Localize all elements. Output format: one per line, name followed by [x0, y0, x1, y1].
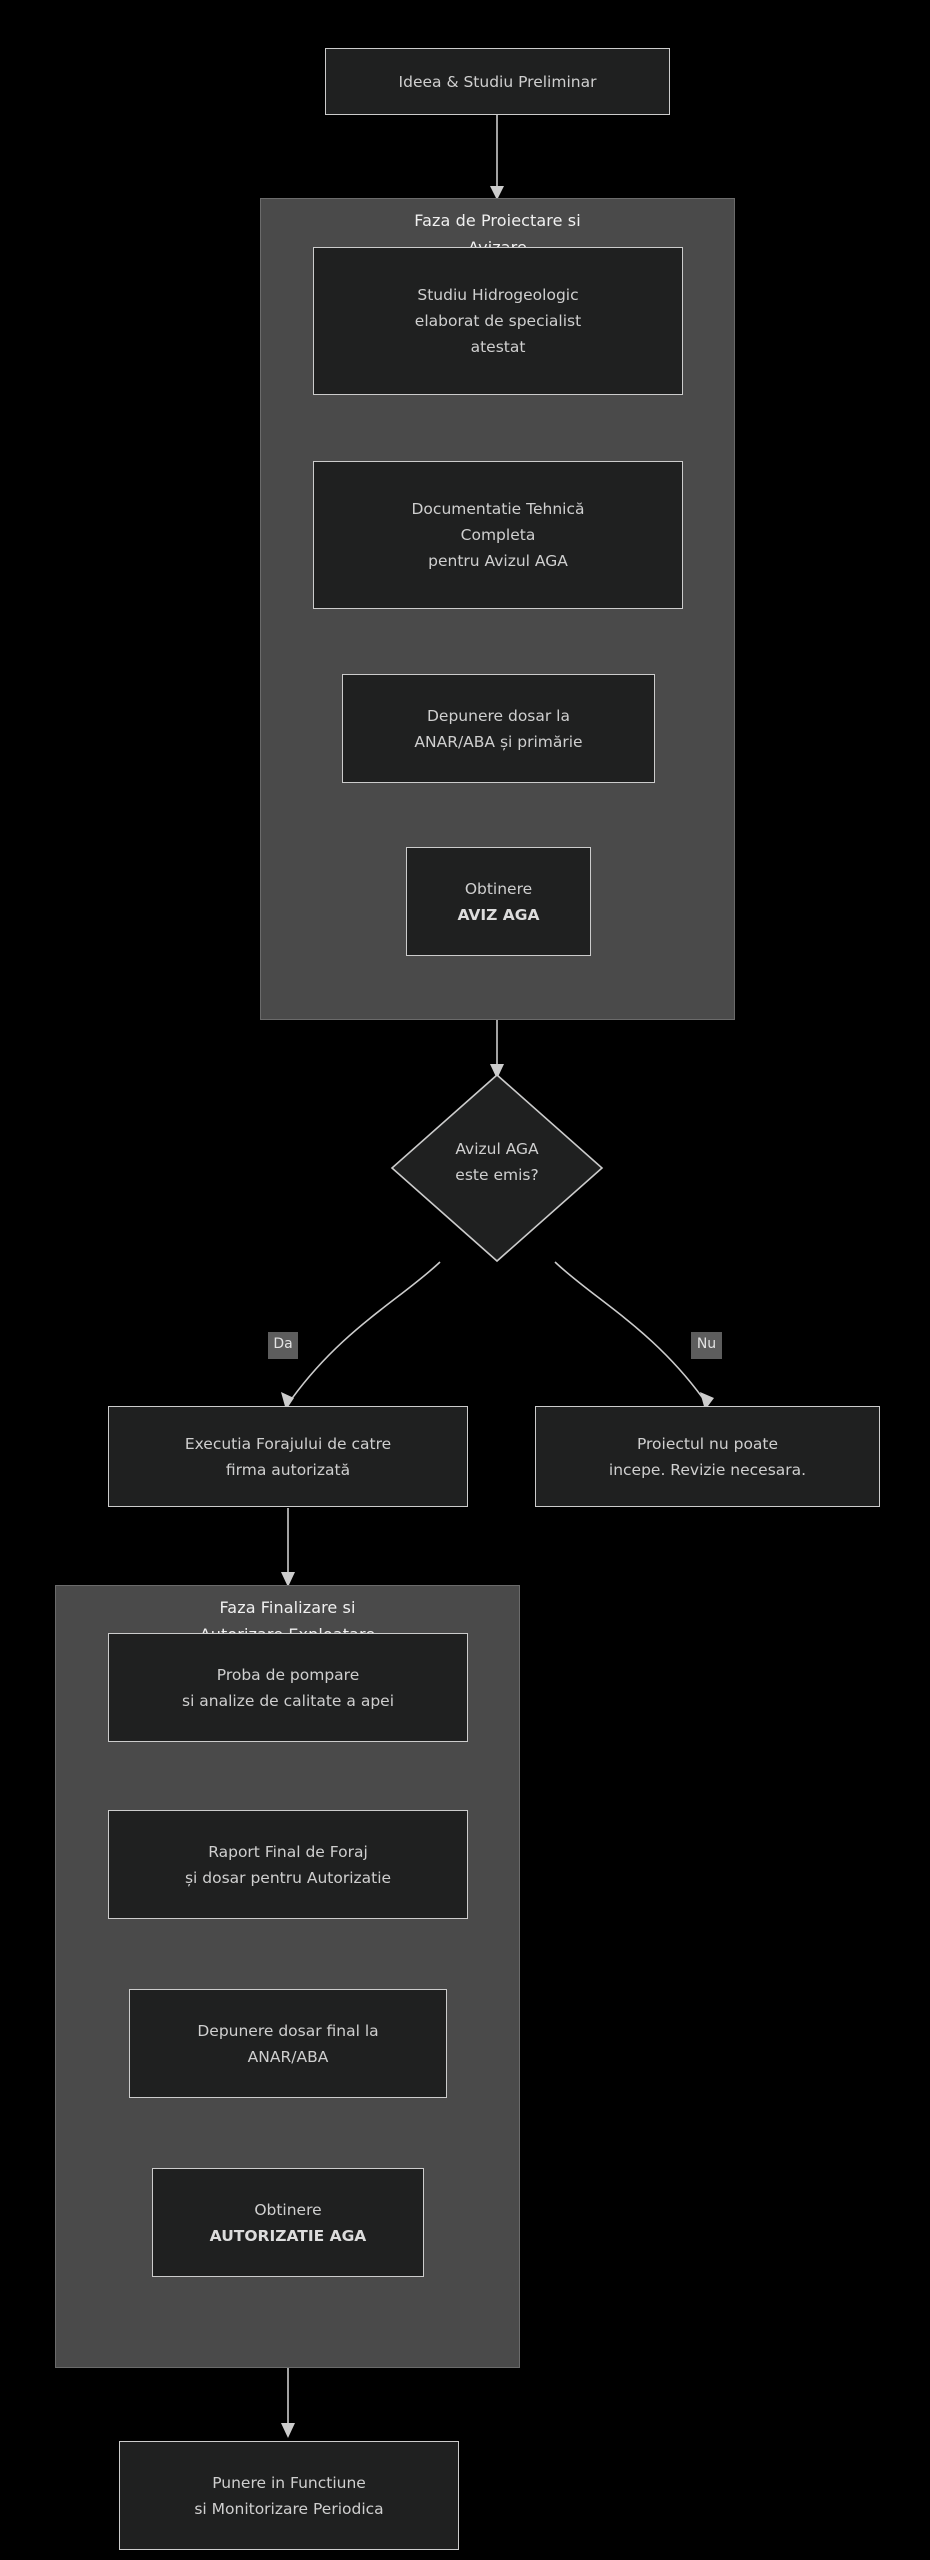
line-3: pentru Avizul AGA: [428, 552, 568, 570]
line-1: Obtinere: [254, 2200, 322, 2219]
node-punere-in-functiune[interactable]: Punere in Functiune si Monitorizare Peri…: [119, 2441, 459, 2550]
line-1: Depunere dosar final la: [197, 2021, 379, 2040]
node-documentatie-tehnica[interactable]: Documentatie Tehnică Completa pentru Avi…: [313, 461, 683, 609]
node-raport-final[interactable]: Raport Final de Foraj și dosar pentru Au…: [108, 1810, 468, 1919]
line-2: firma autorizată: [225, 1460, 351, 1479]
line-1: Studiu Hidrogeologic: [417, 286, 579, 304]
line-2: Completa: [460, 526, 536, 544]
cluster-title-line1: Faza Finalizare si: [219, 1598, 356, 1617]
line-2: este emis?: [455, 1166, 539, 1184]
node-executia-forajului-label: Executia Forajului de catre firma autori…: [109, 1431, 467, 1483]
node-raport-final-label: Raport Final de Foraj și dosar pentru Au…: [109, 1839, 467, 1891]
edge-label-da: Da: [268, 1332, 298, 1359]
line-2: elaborat de specialist: [414, 312, 582, 330]
line-2: AVIZ AGA: [457, 905, 540, 924]
line-3: atestat: [470, 338, 526, 356]
line-2: incepe. Revizie necesara.: [608, 1460, 807, 1479]
diamond-shape-icon: [390, 1073, 604, 1263]
line-2: și dosar pentru Autorizatie: [184, 1868, 392, 1887]
line-1: Depunere dosar la: [427, 706, 570, 725]
line-1: Obtinere: [464, 879, 533, 898]
node-depunere-dosar-final-label: Depunere dosar final la ANAR/ABA: [130, 2018, 446, 2070]
node-obtinere-autorizatie-aga[interactable]: Obtinere AUTORIZATIE AGA: [152, 2168, 424, 2277]
node-obtinere-aviz-aga-label: Obtinere AVIZ AGA: [407, 876, 590, 928]
line-1: Proiectul nu poate: [636, 1434, 779, 1453]
line-1: Executia Forajului de catre: [184, 1434, 392, 1453]
node-executia-forajului[interactable]: Executia Forajului de catre firma autori…: [108, 1406, 468, 1507]
line-1: Proba de pompare: [216, 1665, 360, 1684]
edge-label-da-text: Da: [273, 1336, 293, 1352]
edge-decision-yes: [287, 1261, 441, 1405]
node-proba-pompare-label: Proba de pompare si analize de calitate …: [109, 1662, 467, 1714]
line-2: si analize de calitate a apei: [182, 1691, 394, 1710]
node-start-label: Ideea & Studiu Preliminar: [398, 72, 597, 91]
line-2: ANAR/ABA: [247, 2047, 329, 2066]
line-2: si Monitorizare Periodica: [194, 2499, 384, 2518]
node-obtinere-aviz-aga[interactable]: Obtinere AVIZ AGA: [406, 847, 591, 956]
edge-decision-no: [554, 1261, 708, 1405]
arrowhead-icon: [281, 2423, 295, 2438]
node-decision-label: Avizul AGA este emis?: [390, 1136, 604, 1188]
line-1: Documentatie Tehnică: [411, 500, 585, 518]
node-proiect-blocat[interactable]: Proiectul nu poate incepe. Revizie neces…: [535, 1406, 880, 1507]
line-1: Raport Final de Foraj: [208, 1842, 368, 1861]
edge-label-nu-text: Nu: [696, 1336, 717, 1352]
line-1: Punere in Functiune: [212, 2473, 366, 2492]
node-proba-pompare[interactable]: Proba de pompare si analize de calitate …: [108, 1633, 468, 1742]
node-depunere-dosar-label: Depunere dosar la ANAR/ABA și primărie: [343, 703, 654, 755]
node-decision-avizul-aga[interactable]: Avizul AGA este emis?: [390, 1073, 604, 1263]
edge-label-nu: Nu: [691, 1332, 722, 1359]
cluster-title-line1: Faza de Proiectare si: [414, 211, 581, 230]
line-1: Avizul AGA: [455, 1140, 539, 1158]
node-depunere-dosar[interactable]: Depunere dosar la ANAR/ABA și primărie: [342, 674, 655, 783]
node-depunere-dosar-final[interactable]: Depunere dosar final la ANAR/ABA: [129, 1989, 447, 2098]
line-2: ANAR/ABA și primărie: [414, 732, 583, 751]
node-punere-in-functiune-label: Punere in Functiune si Monitorizare Peri…: [120, 2470, 458, 2522]
node-proiect-blocat-label: Proiectul nu poate incepe. Revizie neces…: [536, 1431, 879, 1483]
node-start[interactable]: Ideea & Studiu Preliminar: [325, 48, 670, 115]
line-2: AUTORIZATIE AGA: [209, 2226, 367, 2245]
node-obtinere-autorizatie-aga-label: Obtinere AUTORIZATIE AGA: [153, 2197, 423, 2249]
node-documentatie-tehnica-label: Documentatie Tehnică Completa pentru Avi…: [314, 496, 682, 574]
node-studiu-hidrogeologic-label: Studiu Hidrogeologic elaborat de special…: [314, 282, 682, 360]
node-studiu-hidrogeologic[interactable]: Studiu Hidrogeologic elaborat de special…: [313, 247, 683, 395]
